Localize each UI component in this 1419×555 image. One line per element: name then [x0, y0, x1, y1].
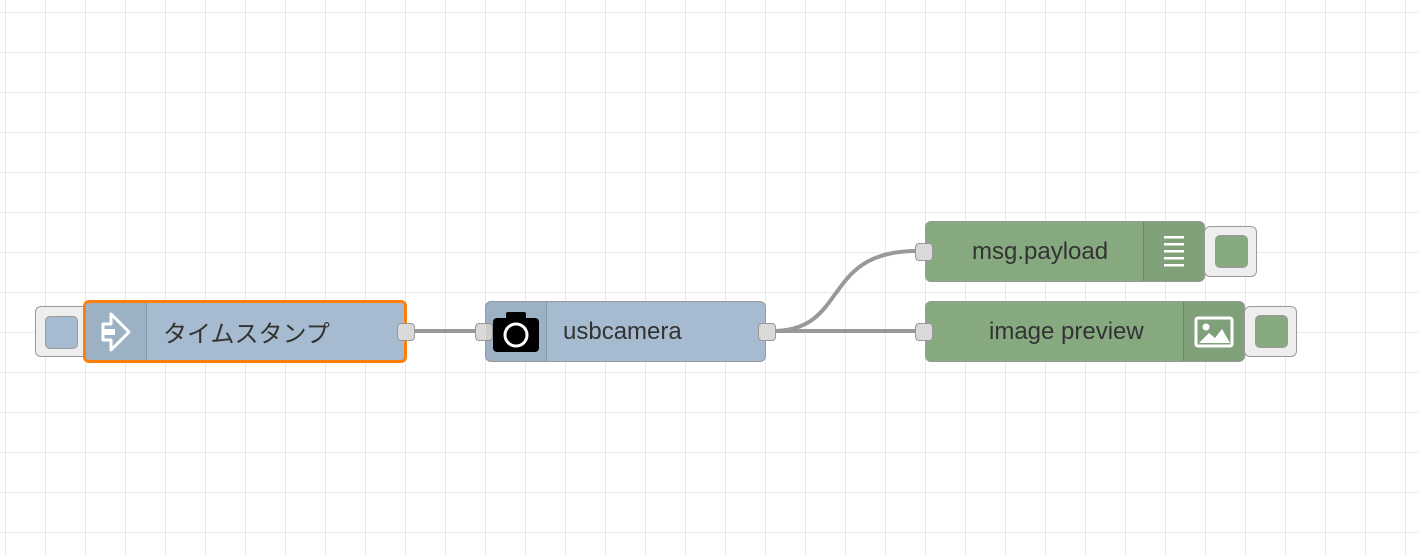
- inject-node-icon-box: [86, 303, 147, 360]
- image-preview-node-label: image preview: [989, 317, 1144, 345]
- image-icon: [1194, 316, 1234, 347]
- inject-output-port[interactable]: [397, 323, 415, 341]
- usbcamera-node[interactable]: usbcamera: [475, 301, 776, 362]
- usbcamera-node-label: usbcamera: [563, 317, 682, 345]
- list-icon: [1164, 235, 1184, 266]
- inject-node[interactable]: タイムスタンプ: [83, 300, 415, 363]
- image-preview-toggle-button[interactable]: [1244, 306, 1297, 357]
- arrow-in-icon: [101, 312, 131, 351]
- debug-toggle-button-inner[interactable]: [1215, 235, 1248, 268]
- image-preview-toggle-button-inner[interactable]: [1255, 315, 1288, 348]
- image-preview-input-port[interactable]: [915, 323, 933, 341]
- wire-usbcamera-to-debug[interactable]: [771, 249, 918, 333]
- image-preview-node-icon-box: [1183, 302, 1244, 361]
- inject-trigger-button-inner[interactable]: [45, 316, 78, 349]
- debug-input-port[interactable]: [915, 243, 933, 261]
- usbcamera-output-port[interactable]: [758, 323, 776, 341]
- camera-icon: [493, 311, 539, 352]
- debug-toggle-button[interactable]: [1204, 226, 1257, 277]
- inject-node-label: タイムスタンプ: [163, 321, 330, 348]
- debug-node-icon-box: [1143, 222, 1204, 281]
- debug-node-label: msg.payload: [972, 237, 1109, 265]
- usbcamera-node-icon-box: [486, 302, 547, 361]
- image-preview-node[interactable]: image preview: [915, 301, 1245, 362]
- debug-node[interactable]: msg.payload: [915, 221, 1205, 282]
- usbcamera-input-port[interactable]: [475, 323, 493, 341]
